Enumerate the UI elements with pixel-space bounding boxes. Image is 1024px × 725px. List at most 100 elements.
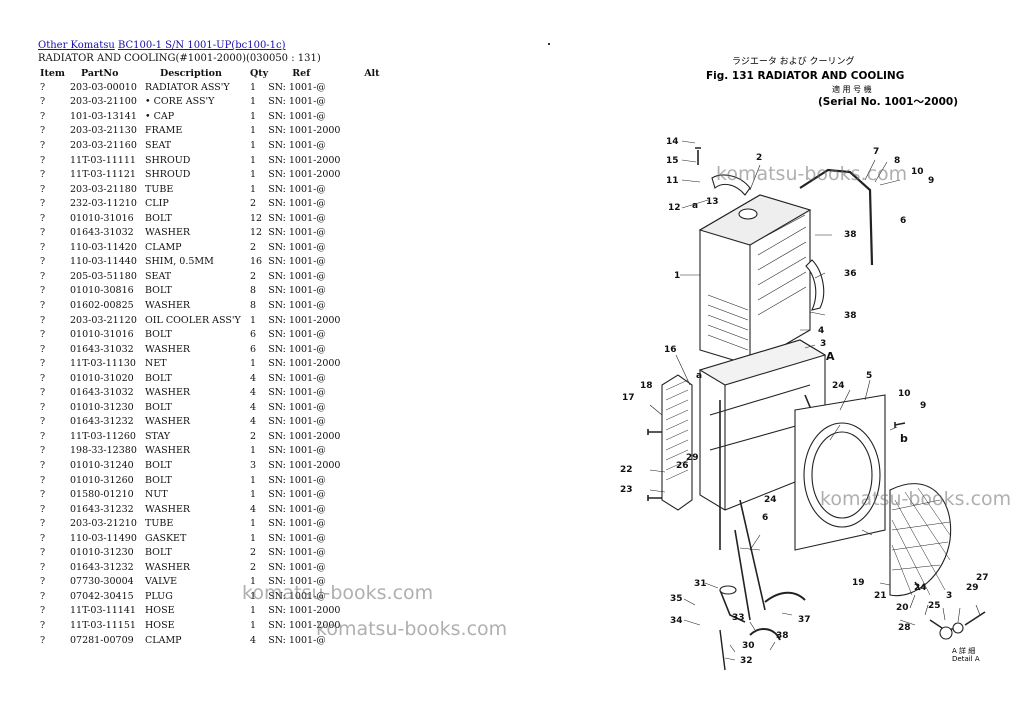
row-partno: 07281-00709: [70, 634, 134, 646]
row-partno: 110-03-11440: [70, 256, 137, 268]
row-alt: [364, 124, 379, 139]
row-alt: [364, 444, 379, 459]
row-item: ?: [40, 503, 46, 515]
row-description: CLIP: [145, 198, 169, 210]
row-description: SHROUD: [145, 154, 191, 166]
row-qty: 2: [250, 270, 257, 282]
row-qty: 3: [250, 459, 257, 471]
row-qty: 12: [250, 212, 263, 224]
callout-38-c: 38: [776, 631, 789, 641]
row-qty: 4: [250, 416, 257, 428]
row-ref: SN: 1001-@: [268, 590, 326, 602]
row-ref: SN: 1001-@: [268, 212, 326, 224]
header-qty: Qty: [250, 67, 269, 79]
callout-20: 20: [896, 603, 909, 613]
row-item: ?: [40, 329, 46, 341]
row-partno: 198-33-12380: [70, 445, 137, 457]
detail-jp: A 詳 細: [952, 646, 975, 655]
row-description: GASKET: [145, 532, 187, 544]
breadcrumb-link-other-komatsu[interactable]: Other Komatsu: [38, 40, 115, 51]
row-ref: SN: 1001-2000: [268, 169, 341, 181]
callout-29: 29: [686, 453, 699, 463]
row-ref: SN: 1001-@: [268, 489, 326, 501]
row-item: ?: [40, 212, 46, 224]
row-item: ?: [40, 343, 46, 355]
row-alt: [364, 167, 379, 182]
row-alt: [364, 502, 379, 517]
row-alt: [364, 269, 379, 284]
row-alt: [364, 429, 379, 444]
row-partno: 110-03-11420: [70, 241, 137, 253]
row-alt: [364, 182, 379, 197]
watermark: komatsu-books.com: [316, 618, 508, 640]
row-alt: [364, 546, 379, 561]
callout-18: 18: [640, 381, 653, 391]
row-qty: 4: [250, 372, 257, 384]
row-alt: [364, 415, 379, 430]
row-alt: [364, 80, 379, 95]
callout-10-mid: 10: [898, 389, 911, 399]
callout-33: 33: [732, 613, 745, 623]
oil-cooler: [661, 374, 693, 511]
callout-4: 4: [818, 326, 824, 336]
row-ref: SN: 1001-@: [268, 299, 326, 311]
row-ref: SN: 1001-@: [268, 503, 326, 515]
row-ref: SN: 1001-2000: [268, 358, 341, 370]
row-item: ?: [40, 489, 46, 501]
row-item: ?: [40, 299, 46, 311]
row-qty: 1: [250, 518, 257, 530]
row-description: CLAMP: [145, 241, 182, 253]
row-item: ?: [40, 314, 46, 326]
row-ref: SN: 1001-@: [268, 561, 326, 573]
row-qty: 2: [250, 198, 257, 210]
row-item: ?: [40, 372, 46, 384]
row-qty: 1: [250, 154, 257, 166]
row-description: BOLT: [145, 474, 172, 486]
callout-25: 25: [928, 601, 941, 611]
row-qty: 1: [250, 139, 257, 151]
row-alt: [364, 284, 379, 299]
row-ref: SN: 1001-@: [268, 576, 326, 588]
parts-diagram: ラジエータ および クーリング Fig. 131 RADIATOR AND CO…: [620, 55, 989, 671]
row-alt: [364, 371, 379, 386]
row-item: ?: [40, 561, 46, 573]
row-item: ?: [40, 590, 46, 602]
callout-13: 13: [706, 197, 719, 207]
row-ref: SN: 1001-@: [268, 532, 326, 544]
row-description: • CORE ASS'Y: [145, 96, 215, 108]
row-qty: 4: [250, 387, 257, 399]
row-qty: 1: [250, 445, 257, 457]
breadcrumb: Other Komatsu BC100-1 S/N 1001-UP(bc100-…: [38, 40, 286, 52]
row-description: OIL COOLER ASS'Y: [145, 314, 241, 326]
row-item: ?: [40, 430, 46, 442]
row-description: • CAP: [145, 110, 175, 122]
row-item: ?: [40, 445, 46, 457]
row-item: ?: [40, 227, 46, 239]
breadcrumb-link-model[interactable]: BC100-1 S/N 1001-UP(bc100-1c): [117, 40, 286, 51]
section-subtitle: RADIATOR AND COOLING(#1001-2000)(030050 …: [38, 53, 321, 64]
row-item: ?: [40, 125, 46, 137]
row-qty: 4: [250, 634, 257, 646]
callout-36: 36: [844, 269, 857, 279]
row-partno: 07730-30004: [70, 576, 134, 588]
callout-38-b: 38: [844, 311, 857, 321]
row-description: BOLT: [145, 212, 172, 224]
row-ref: SN: 1001-2000: [268, 459, 341, 471]
row-alt: [364, 531, 379, 546]
row-ref: SN: 1001-@: [268, 110, 326, 122]
callout-6-top: 6: [900, 216, 906, 226]
callout-b: b: [900, 432, 908, 445]
row-partno: 01010-31230: [70, 401, 134, 413]
row-qty: 1: [250, 169, 257, 181]
